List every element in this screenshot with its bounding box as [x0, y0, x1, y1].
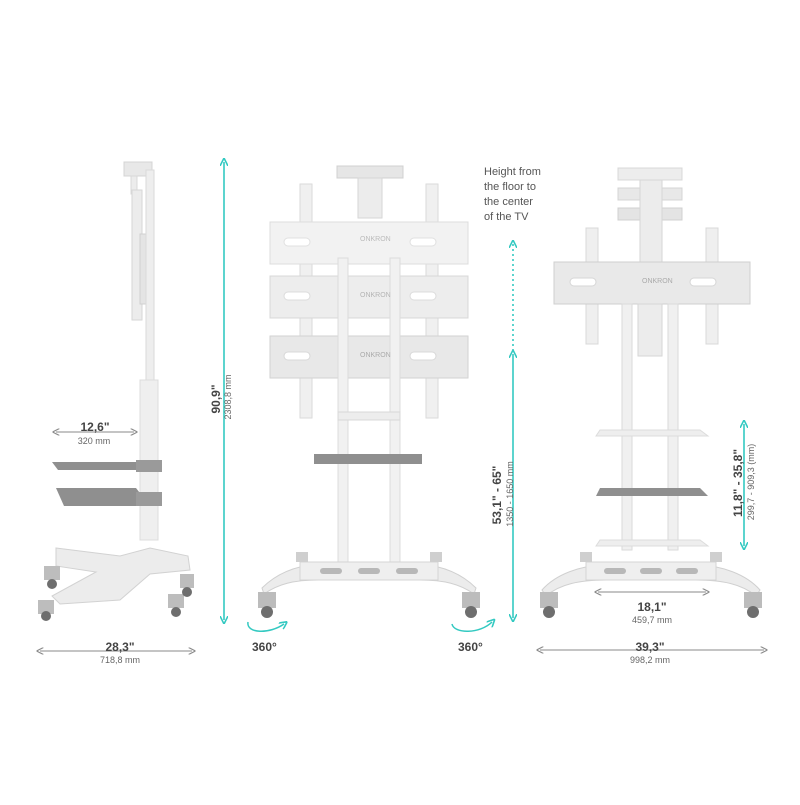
- rotation-arrow-left: [247, 622, 284, 632]
- tq-shelf-ghost-top: [595, 429, 710, 437]
- tq-base-width-in: 39,3": [635, 640, 665, 654]
- front-top-shelf: [336, 165, 404, 179]
- side-base-width-mm: 718,8 mm: [99, 655, 141, 665]
- tv-height-in: 53,1" - 65": [490, 465, 504, 525]
- three-quarter-view: [540, 167, 764, 650]
- side-base-width-in: 28,3": [105, 640, 135, 654]
- tq-shelf-ghost-low: [595, 539, 710, 547]
- front-wheel-left: [258, 592, 276, 618]
- brand-label-front-3: ONKRON: [360, 352, 391, 359]
- total-height-in: 90,9": [209, 384, 223, 414]
- side-column-upper: [145, 169, 155, 381]
- total-height-mm: 2308,8 mm: [223, 374, 233, 420]
- tq-center-block: [637, 303, 663, 357]
- tv-center-note: Height from the floor to the center of t…: [484, 166, 541, 223]
- tq-column-left: [621, 303, 633, 551]
- tq-top-bracket: [639, 179, 663, 267]
- side-shelf-width-in: 12,6": [80, 420, 110, 434]
- side-shelf-upper: [52, 462, 144, 470]
- rotation-arrow-right: [451, 622, 492, 632]
- side-base: [51, 547, 191, 605]
- brand-label-front-2: ONKRON: [360, 292, 391, 299]
- side-shelf-width-mm: 320 mm: [77, 436, 111, 446]
- tq-shelf-height-mm: 299,7 - 909,3 (mm): [746, 443, 756, 521]
- tq-column-right: [667, 303, 679, 551]
- tv-height-mm: 1350 - 1650 mm: [505, 461, 515, 527]
- front-plate-top: [269, 221, 469, 265]
- side-view: [38, 161, 194, 651]
- side-shelf-lower-clamp: [136, 492, 162, 506]
- brand-label-front-1: ONKRON: [360, 236, 391, 243]
- side-wheel-2: [38, 600, 54, 621]
- front-top-bracket: [357, 177, 383, 219]
- front-plate-low: [269, 335, 469, 379]
- rotation-label-right: 360°: [458, 640, 483, 654]
- front-wheel-right: [462, 592, 480, 618]
- side-wheel-3: [168, 594, 184, 617]
- side-shelf-upper-clamp: [136, 460, 162, 472]
- side-wheel-4: [180, 574, 194, 597]
- tq-wheel-spacing-in: 18,1": [637, 600, 667, 614]
- tq-wheel-right: [744, 592, 762, 618]
- front-shelf: [314, 454, 422, 464]
- tq-tv-plate: [553, 261, 751, 305]
- rotation-label-left: 360°: [252, 640, 277, 654]
- tq-shelf-height-in: 11,8" - 35,8": [731, 448, 745, 518]
- front-cross-bar: [337, 411, 401, 421]
- tq-wheel-left: [540, 592, 558, 618]
- side-shelf-lower: [56, 488, 150, 506]
- tq-base-width-mm: 998,2 mm: [629, 655, 671, 665]
- front-plate-mid: [269, 275, 469, 319]
- tq-shelf-active: [596, 488, 708, 496]
- tq-wheel-spacing-mm: 459,7 mm: [631, 615, 673, 625]
- side-wheel-1: [44, 566, 60, 589]
- front-view: [247, 165, 492, 632]
- side-top-bracket: [123, 161, 153, 177]
- brand-label-tq: ONKRON: [642, 278, 673, 285]
